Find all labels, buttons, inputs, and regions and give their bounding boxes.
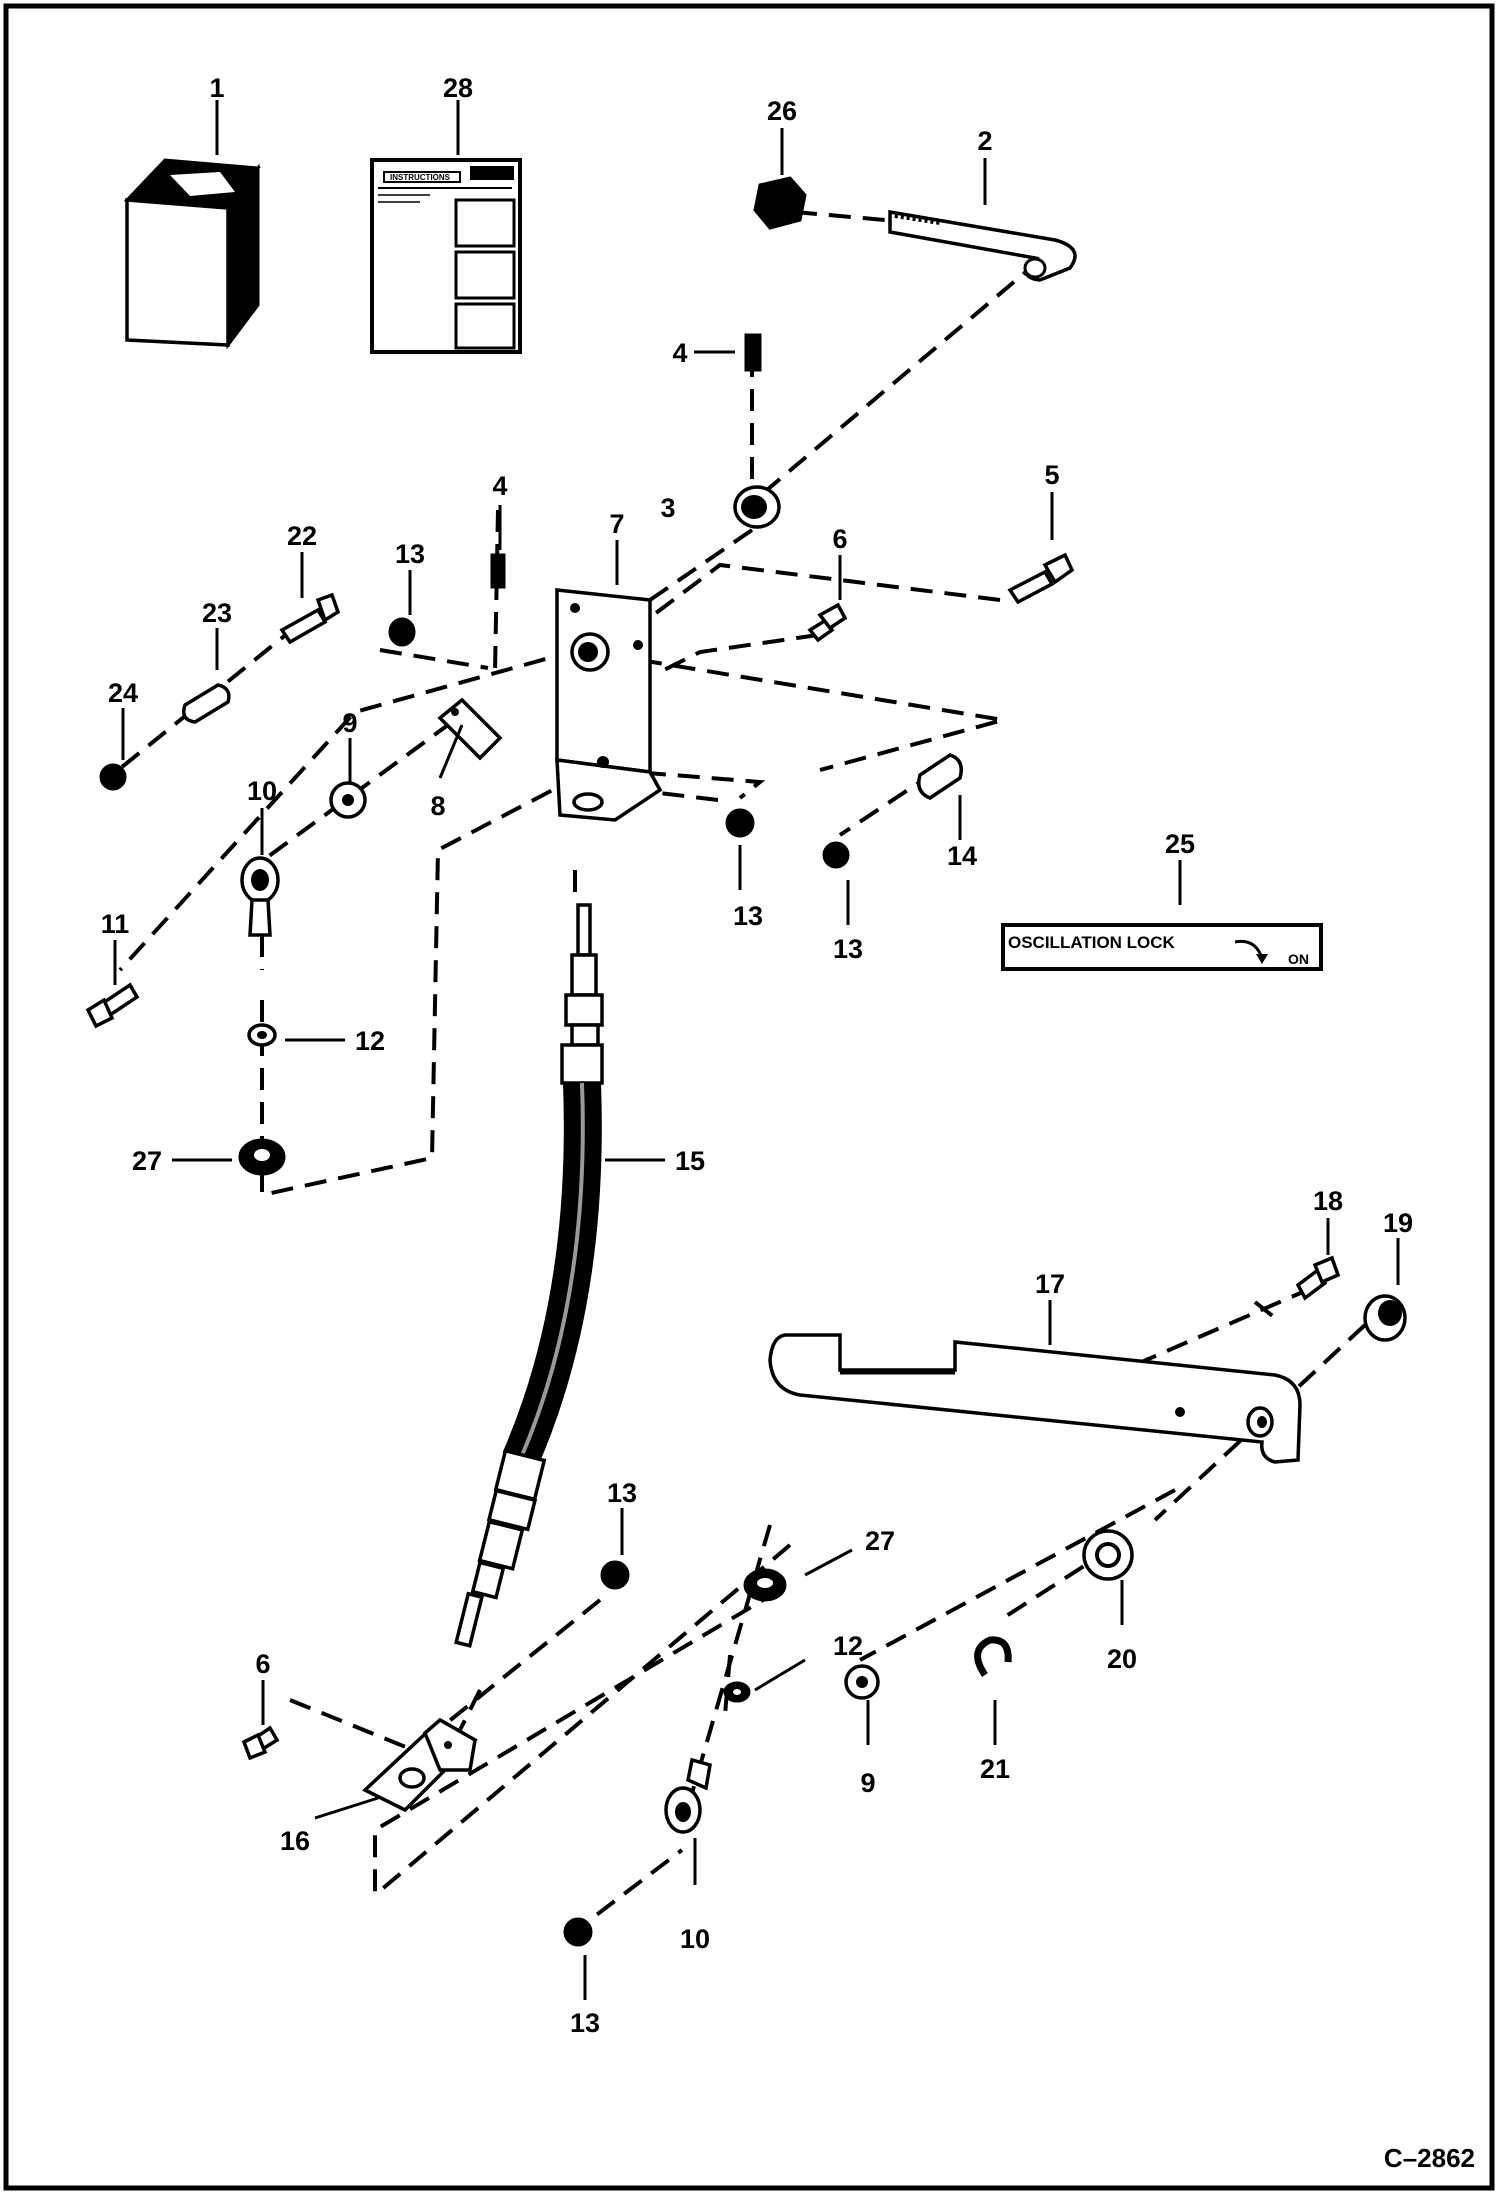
callout-23: 23: [202, 598, 232, 628]
part-24-nut: [99, 763, 127, 791]
part-21-clip: [974, 1636, 1012, 1677]
callout-13-b: 13: [733, 901, 763, 931]
part-18-bolt: [1295, 1255, 1341, 1301]
part-14-spacer: [917, 753, 963, 800]
part-19-knob: [1363, 1294, 1407, 1342]
part-7-bracket: [555, 588, 663, 822]
part-3-bushing: [733, 485, 781, 529]
part-6-bolt-bottom: [241, 1725, 280, 1761]
part-13-nut-d: [600, 1560, 630, 1590]
callout-24: 24: [108, 678, 138, 708]
callout-25: 25: [1165, 829, 1195, 859]
part-22-bolt: [279, 592, 341, 645]
part-16-bracket: [361, 1717, 478, 1813]
callout-11: 11: [101, 909, 130, 939]
callout-18: 18: [1313, 1186, 1343, 1216]
part-8-small-bracket: [437, 697, 503, 761]
callout-3: 3: [660, 493, 675, 523]
callout-17: 17: [1035, 1269, 1065, 1299]
callout-19: 19: [1383, 1208, 1413, 1238]
part-17-lock-bar: [768, 1333, 1302, 1464]
callout-10-left: 10: [247, 776, 277, 806]
part-13-nut-c: [822, 841, 850, 869]
part-11-bolt: [85, 982, 140, 1029]
callout-4-left: 4: [492, 471, 507, 501]
part-13-nut-a: [388, 617, 416, 647]
part-2-lever-rod: [888, 209, 1077, 282]
part-13-nut-b: [725, 808, 755, 838]
part-12-lockwasher-bottom: [723, 1681, 751, 1703]
callout-7: 7: [609, 509, 624, 539]
callout-22: 22: [287, 521, 317, 551]
decal-text: OSCILLATION LOCK: [1008, 933, 1176, 952]
callout-21: 21: [980, 1754, 1010, 1784]
callout-16: 16: [280, 1826, 310, 1856]
part-10-rod-end-bottom: [664, 1757, 712, 1834]
part-27-nut-bottom: [743, 1568, 787, 1602]
callout-26: 26: [767, 96, 797, 126]
part-23-spacer: [182, 683, 231, 724]
part-20-washer: [1082, 1529, 1134, 1581]
callout-8: 8: [430, 791, 445, 821]
part-15-cable: [454, 903, 604, 1648]
callout-numbers: 1 28 26 2 4 3 4 5 6 7 22 13 23 24 9 8 10…: [101, 73, 1413, 2038]
callout-9-bottom: 9: [860, 1768, 875, 1798]
callout-28: 28: [443, 73, 473, 103]
callout-1: 1: [209, 73, 224, 103]
part-9-washer-left: [329, 781, 367, 819]
callout-20: 20: [1107, 1644, 1137, 1674]
part-10-rod-end-left: [240, 856, 280, 937]
part-6-bolt-top: [807, 602, 848, 643]
part-25-decal: OSCILLATION LOCK ON: [1001, 923, 1323, 971]
callout-5: 5: [1044, 460, 1059, 490]
callout-13-a: 13: [395, 539, 425, 569]
leader-lines: [113, 100, 1400, 2000]
part-12-lockwasher-left: [247, 1023, 277, 1047]
part-27-nut-left: [238, 1138, 286, 1176]
decal-state: ON: [1288, 951, 1309, 967]
callout-6-bottom: 6: [255, 1649, 270, 1679]
part-26-nut: [753, 176, 807, 230]
callout-15: 15: [675, 1146, 705, 1176]
part-4-set-screw-left: [490, 553, 506, 589]
drawing-number: C–2862: [1384, 2143, 1475, 2173]
callout-9-left: 9: [342, 708, 357, 738]
callout-12-left: 12: [355, 1026, 385, 1056]
callout-12-bottom: 12: [833, 1631, 863, 1661]
part-28-instruction-sheet: INSTRUCTIONS: [370, 158, 522, 354]
part-13-nut-e: [563, 1917, 593, 1947]
callout-27-left: 27: [132, 1146, 162, 1176]
callout-6-top: 6: [832, 524, 847, 554]
part-5-bolt: [1007, 552, 1075, 605]
callout-14: 14: [947, 841, 977, 871]
manual-header: INSTRUCTIONS: [390, 173, 451, 182]
callout-2: 2: [977, 126, 992, 156]
callout-27-bottom: 27: [865, 1526, 895, 1556]
callout-13-d: 13: [607, 1478, 637, 1508]
callout-10-bottom: 10: [680, 1924, 710, 1954]
callout-4-top: 4: [672, 338, 687, 368]
assembly-lines: [110, 210, 1367, 1937]
part-9-washer-bottom: [844, 1664, 880, 1700]
callout-13-c: 13: [833, 934, 863, 964]
part-1-box: [123, 158, 261, 350]
drawing-border: [3, 3, 1495, 2191]
part-4-set-screw-top: [744, 333, 762, 372]
callout-13-e: 13: [570, 2008, 600, 2038]
